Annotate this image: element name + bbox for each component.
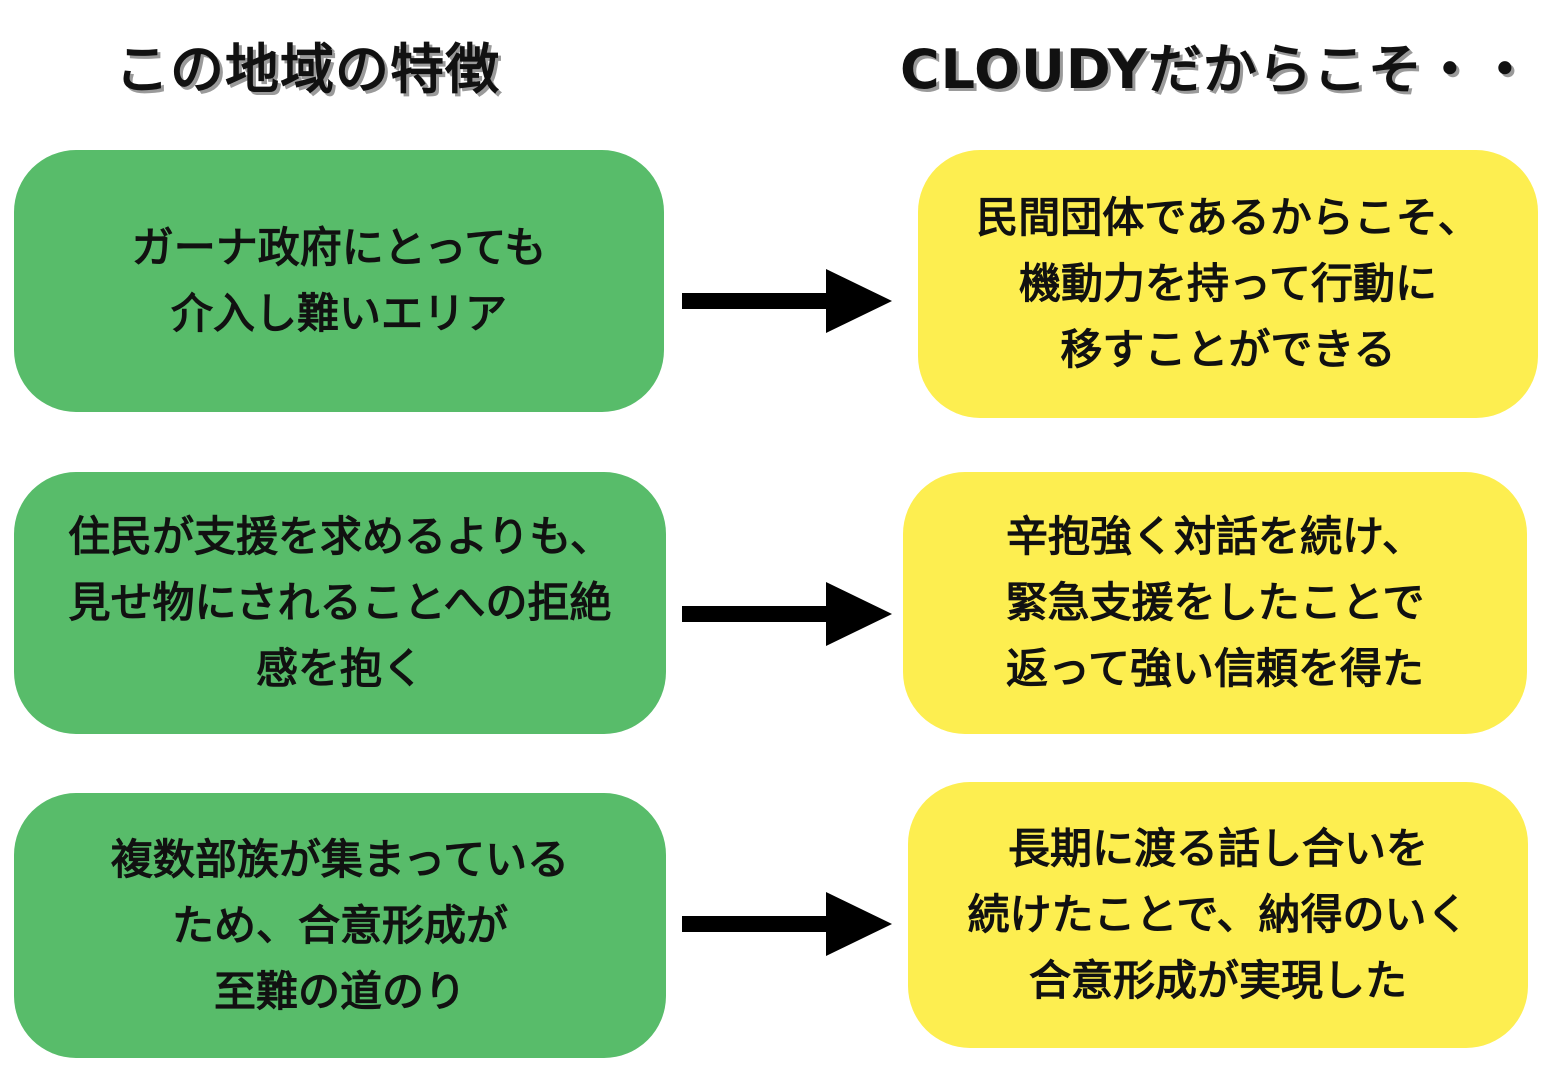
response-text-3: 長期に渡る話し合いを 続けたことで、納得のいく 合意形成が実現した	[967, 824, 1469, 1005]
response-box-2: 辛抱強く対話を続け、 緊急支援をしたことで 返って強い信頼を得た	[903, 472, 1527, 734]
right-arrow-icon	[682, 269, 892, 333]
response-box-1: 民間団体であるからこそ、 機動力を持って行動に 移すことができる	[918, 150, 1538, 418]
cloudy-heading: CLOUDYだからこそ・・	[900, 38, 1533, 101]
feature-text-2: 住民が支援を求めるよりも、 見せ物にされることへの拒絶 感を抱く	[68, 512, 612, 693]
feature-text-1: ガーナ政府にとっても 介入し難いエリア	[131, 223, 547, 338]
response-text-2: 辛抱強く対話を続け、 緊急支援をしたことで 返って強い信頼を得た	[1005, 512, 1425, 693]
feature-text-3: 複数部族が集まっている ため、合意形成が 至難の道のり	[110, 834, 570, 1016]
feature-box-1: ガーナ政府にとっても 介入し難いエリア	[14, 150, 664, 412]
right-arrow-icon	[682, 582, 892, 646]
features-heading: この地域の特徴	[115, 38, 500, 101]
response-box-3: 長期に渡る話し合いを 続けたことで、納得のいく 合意形成が実現した	[908, 782, 1528, 1048]
feature-box-2: 住民が支援を求めるよりも、 見せ物にされることへの拒絶 感を抱く	[14, 472, 666, 734]
feature-box-3: 複数部族が集まっている ため、合意形成が 至難の道のり	[14, 793, 666, 1058]
response-text-1: 民間団体であるからこそ、 機動力を持って行動に 移すことができる	[976, 193, 1480, 374]
right-arrow-icon	[682, 892, 892, 956]
